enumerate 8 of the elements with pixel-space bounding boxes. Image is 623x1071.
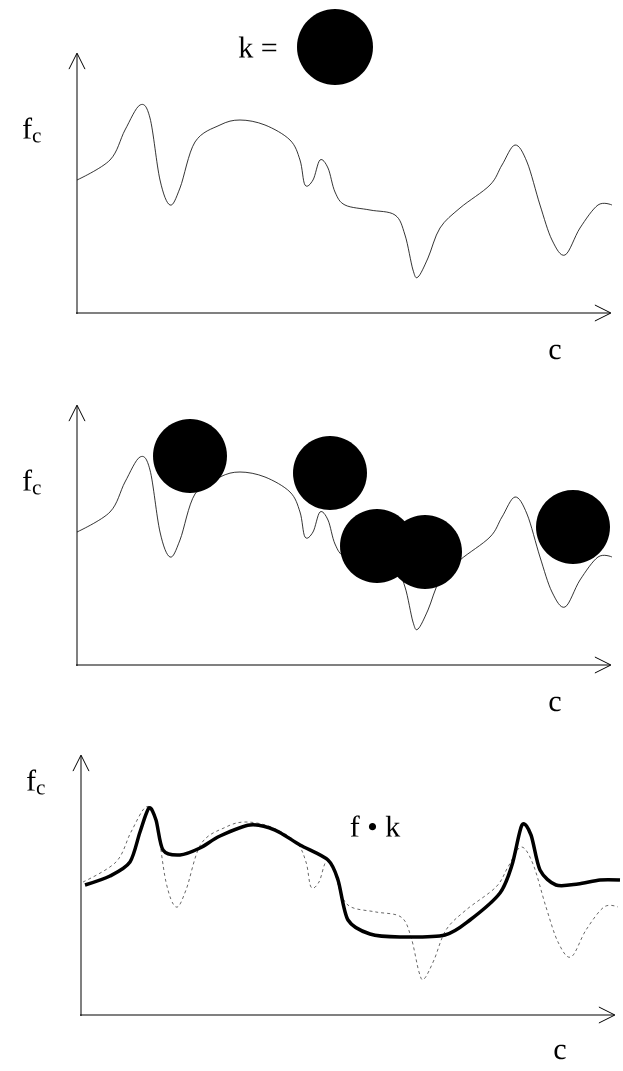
equation-label: f • k (350, 815, 401, 837)
axis-label: c (554, 1044, 566, 1060)
equation-label: k = (238, 36, 277, 58)
axis-label: f$_{c}$ (27, 769, 45, 795)
axis-label: f$_{c}$ (23, 469, 41, 495)
axis-label: c (549, 696, 561, 712)
axis-label: f$_{c}$ (23, 117, 41, 143)
axis-label: c (549, 344, 561, 360)
